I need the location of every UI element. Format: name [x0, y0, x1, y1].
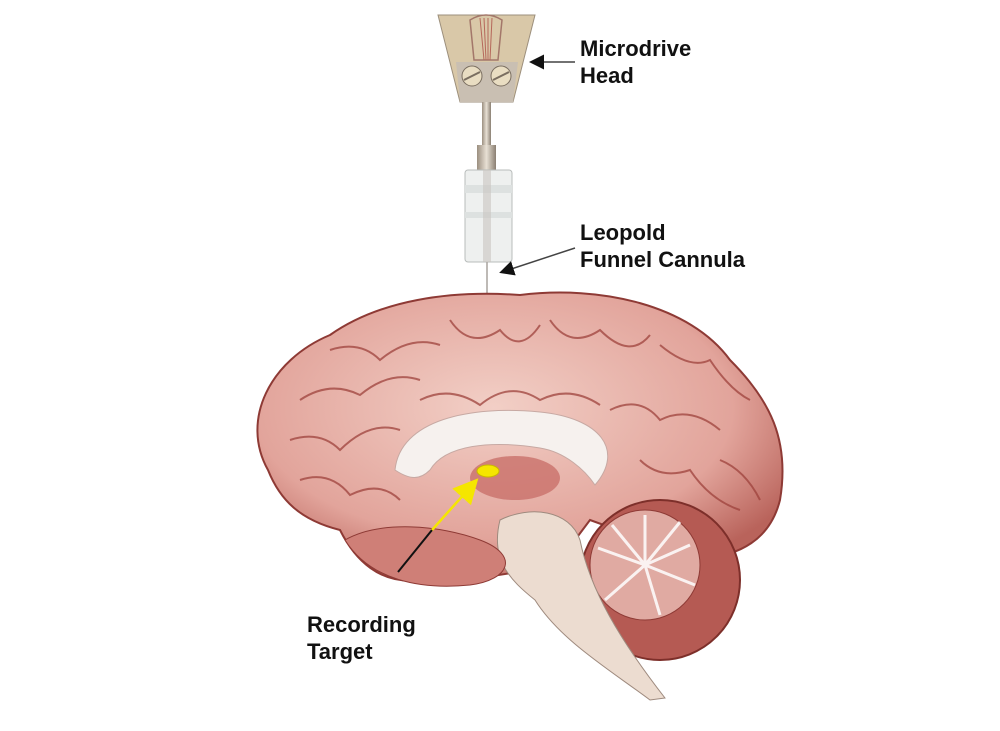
- label-line: Recording: [307, 612, 416, 637]
- cannula-arrow: [499, 247, 576, 276]
- brain-sagittal: [256, 291, 784, 701]
- target-arrow: [431, 478, 479, 531]
- microdrive-head: [437, 14, 536, 170]
- cannula-label: Leopold Funnel Cannula: [580, 219, 745, 273]
- recording-target-marker: [476, 464, 500, 478]
- brainstem: [496, 511, 666, 701]
- corpus-callosum: [394, 409, 609, 486]
- recording-target-label: Recording Target: [307, 611, 416, 665]
- label-line: Leopold: [580, 220, 666, 245]
- label-line: Target: [307, 639, 373, 664]
- label-line: Microdrive: [580, 36, 692, 61]
- microdrive-head-label: Microdrive Head: [580, 35, 691, 89]
- label-line: Head: [580, 63, 634, 88]
- cerebellum: [579, 499, 741, 661]
- target-arrow-shaft: [397, 529, 433, 573]
- label-line: Funnel Cannula: [580, 247, 745, 272]
